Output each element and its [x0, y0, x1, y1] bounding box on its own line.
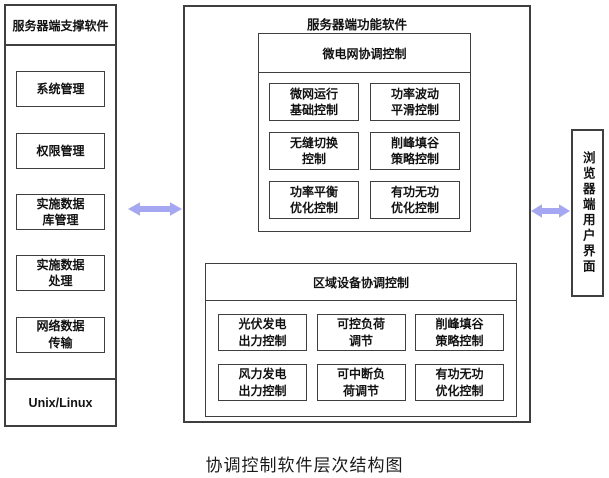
browser-ui-panel: 浏览器端用户界面: [571, 129, 604, 297]
arrow-shape: [128, 202, 182, 216]
browser-ui-label: 浏览器端用户界面: [580, 151, 595, 275]
microgrid-coordination-group: 微电网协调控制 微网运行 基础控制 功率波动 平滑控制 无缝切换 控制 削峰填谷…: [258, 33, 471, 232]
regional-device-title: 区域设备协调控制: [206, 264, 516, 301]
support-module-list: 系统管理 权限管理 实施数据 库管理 实施数据 处理 网络数据 传输: [6, 46, 115, 378]
regional-function-box-wind-output: 风力发电 出力控制: [218, 364, 307, 401]
diagram-caption: 协调控制软件层次结构图: [205, 456, 404, 475]
support-module-box-system-mgmt: 系统管理: [16, 71, 105, 108]
microgrid-function-box-basic-control: 微网运行 基础控制: [269, 83, 359, 121]
right-bidirectional-arrow-icon: [531, 204, 570, 218]
left-bidirectional-arrow-icon: [128, 202, 182, 216]
support-module-box-database-mgmt: 实施数据 库管理: [16, 193, 105, 230]
microgrid-function-box-power-balance: 功率平衡 优化控制: [269, 181, 359, 219]
support-software-panel: 服务器端支撑软件 系统管理 权限管理 实施数据 库管理 实施数据 处理 网络数据…: [4, 4, 117, 427]
microgrid-coordination-title: 微电网协调控制: [259, 34, 470, 73]
microgrid-function-grid: 微网运行 基础控制 功率波动 平滑控制 无缝切换 控制 削峰填谷 策略控制 功率…: [259, 73, 470, 230]
regional-function-box-interruptible-load: 可中断负 荷调节: [316, 364, 406, 401]
regional-function-box-controllable-load: 可控负荷 调节: [316, 314, 406, 351]
regional-function-box-reactive-power: 有功无功 优化控制: [415, 364, 504, 401]
regional-device-group: 区域设备协调控制 光伏发电 出力控制 可控负荷 调节 削峰填谷 策略控制 风力发…: [205, 263, 517, 417]
microgrid-function-box-reactive-power: 有功无功 优化控制: [370, 181, 460, 219]
arrow-shape: [531, 204, 570, 218]
os-platform-label: Unix/Linux: [6, 378, 115, 425]
support-module-box-data-processing: 实施数据 处理: [16, 255, 105, 292]
regional-function-box-pv-output: 光伏发电 出力控制: [218, 314, 307, 351]
support-software-title: 服务器端支撑软件: [6, 6, 115, 46]
regional-function-box-peak-shaving: 削峰填谷 策略控制: [415, 314, 504, 351]
function-software-panel: 服务器端功能软件 微电网协调控制 微网运行 基础控制 功率波动 平滑控制 无缝切…: [183, 5, 531, 423]
support-module-box-permission-mgmt: 权限管理: [16, 132, 105, 169]
microgrid-function-box-power-smoothing: 功率波动 平滑控制: [370, 83, 460, 121]
microgrid-function-box-seamless-switch: 无缝切换 控制: [269, 132, 359, 170]
microgrid-function-box-peak-shaving: 削峰填谷 策略控制: [370, 132, 460, 170]
regional-function-grid: 光伏发电 出力控制 可控负荷 调节 削峰填谷 策略控制 风力发电 出力控制 可中…: [206, 301, 516, 414]
function-software-title: 服务器端功能软件: [306, 18, 407, 32]
support-module-box-network-transfer: 网络数据 传输: [16, 316, 105, 353]
